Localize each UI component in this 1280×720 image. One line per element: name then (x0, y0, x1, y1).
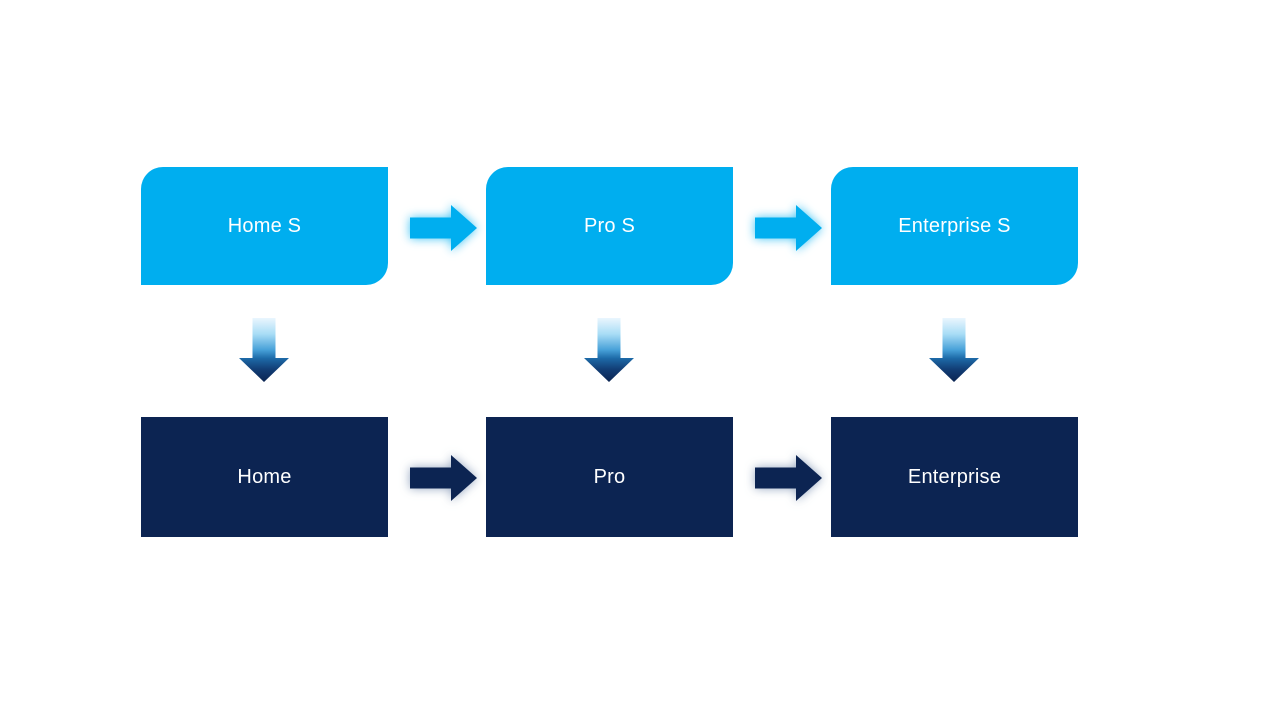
node-home-label: Home (237, 465, 292, 488)
node-home-s-label: Home S (227, 214, 302, 237)
node-home: Home (141, 417, 388, 537)
node-pro: Pro (486, 417, 733, 537)
right-arrow-icon (755, 205, 822, 251)
right-arrow-icon (410, 455, 477, 501)
right-arrow-shape (755, 455, 822, 501)
down-arrow-shape (929, 318, 979, 382)
right-arrow-shape (410, 205, 477, 251)
node-pro-label: Pro (593, 465, 626, 488)
down-arrow-icon (584, 318, 634, 382)
right-arrow-shape (410, 455, 477, 501)
right-arrow-shape (755, 205, 822, 251)
node-pro-s: Pro S (486, 167, 733, 285)
node-home-s: Home S (141, 167, 388, 285)
node-enterprise-s: Enterprise S (831, 167, 1078, 285)
down-arrow-shape (239, 318, 289, 382)
down-arrow-shape (584, 318, 634, 382)
right-arrow-icon (410, 205, 477, 251)
down-arrow-icon (239, 318, 289, 382)
down-arrow-icon (929, 318, 979, 382)
node-enterprise: Enterprise (831, 417, 1078, 537)
node-enterprise-label: Enterprise (907, 465, 1002, 488)
node-enterprise-s-label: Enterprise S (898, 214, 1011, 237)
right-arrow-icon (755, 455, 822, 501)
node-pro-s-label: Pro S (583, 214, 636, 237)
